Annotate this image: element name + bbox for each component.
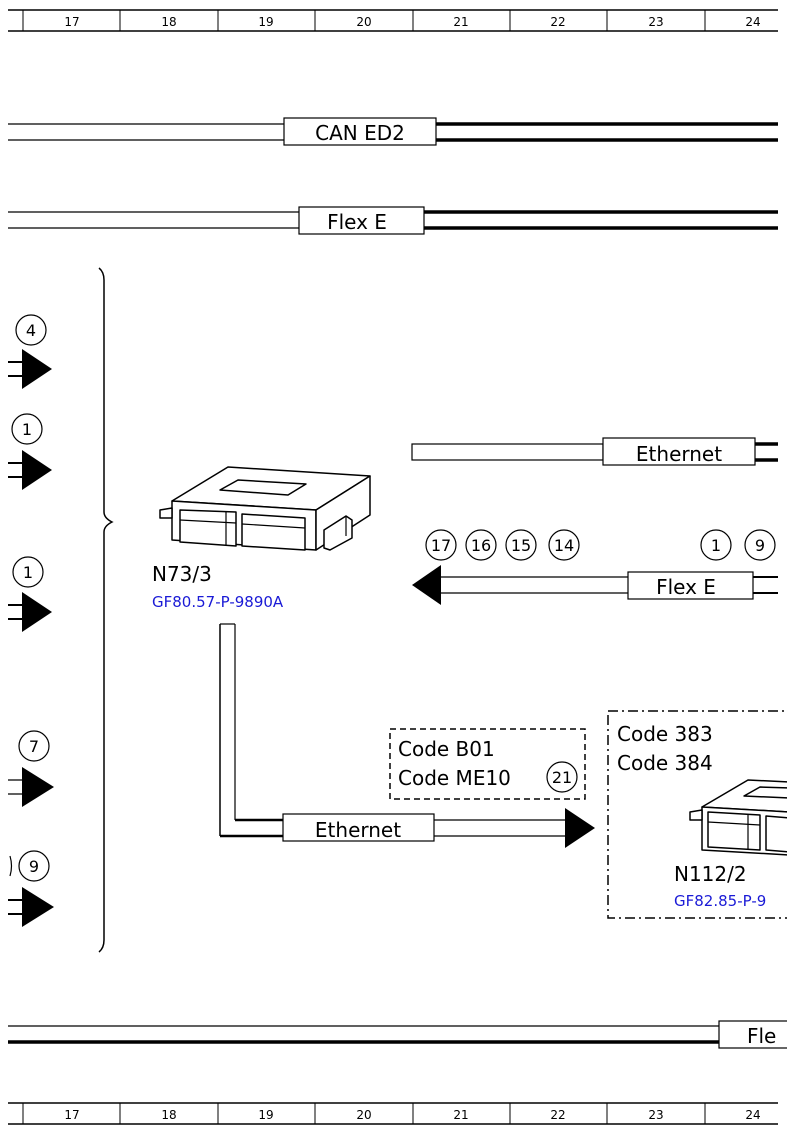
left-ref-4: 7 [29,737,39,756]
code-384-label: Code 384 [617,751,713,775]
flex-e-bottom-label: Fle [747,1024,776,1048]
grid-bottom-23: 23 [648,1108,663,1122]
ethernet-lower-label: Ethernet [315,818,401,842]
flex-ref-17: 17 [431,536,451,555]
left-connector-4: 7 [8,730,54,807]
grid-bottom-24: 24 [745,1108,760,1122]
grid-top-18: 18 [161,15,176,29]
bottom-grid-strip: 17 18 19 20 21 22 23 24 [8,1102,778,1125]
grid-bottom-17: 17 [64,1108,79,1122]
ethernet-lower-bus: Ethernet [219,623,595,848]
left-ref-5: 9 [29,857,39,876]
grid-top-20: 20 [356,15,371,29]
can-ed2-label-box [283,117,437,146]
code-box-b01-me10: Code B01 Code ME10 21 [389,728,586,800]
left-connector-1: 4 [8,314,52,389]
ethernet-upper-label: Ethernet [636,442,722,466]
code-383-label: Code 383 [617,722,713,746]
arrow-right-icon [565,808,595,848]
grid-top-19: 19 [258,15,273,29]
brace [98,267,114,953]
grid-top-21: 21 [453,15,468,29]
grid-top-24: 24 [745,15,760,29]
left-connector-3: 1 [8,556,52,632]
grid-bottom-18: 18 [161,1108,176,1122]
grid-top-17: 17 [64,15,79,29]
left-connector-5: 9 [8,850,54,927]
can-ed2-bus: CAN ED2 [8,117,778,146]
left-ref-3: 1 [23,563,33,582]
flex-e-top-label: Flex E [327,210,387,234]
can-ed2-label: CAN ED2 [315,121,405,145]
flex-ref-1: 1 [711,536,721,555]
n73-name: N73/3 [152,562,212,586]
n112-name: N112/2 [674,862,747,886]
grid-top-23: 23 [648,15,663,29]
arrow-right-icon [22,349,52,389]
top-grid-strip: 17 18 19 20 21 22 23 24 [8,9,778,32]
flex-e-bottom-bus: Fle [8,1020,787,1049]
ethernet-upper-label-box [602,437,756,466]
flex-e-top-label-box [298,206,425,235]
flex-ref-16: 16 [471,536,491,555]
grid-bottom-21: 21 [453,1108,468,1122]
code-box-ref: 21 [552,768,572,787]
control-unit-n73-icon [159,466,371,551]
arrow-right-icon [22,887,54,927]
code-me10-label: Code ME10 [398,766,511,790]
arrow-right-icon [22,592,52,632]
flex-e-top-bus: Flex E [8,206,778,235]
grid-bottom-22: 22 [550,1108,565,1122]
flex-e-bottom-label-box [718,1020,787,1049]
flex-ref-9: 9 [755,536,765,555]
left-connector-2: 1 [8,413,52,490]
control-unit-n112-icon [689,779,787,856]
arrow-right-icon [22,767,54,807]
flex-ref-15: 15 [511,536,531,555]
flex-e-mid-bus: 17 16 15 14 1 9 Flex E [412,529,778,605]
left-ref-2: 1 [22,420,32,439]
grid-bottom-19: 19 [258,1108,273,1122]
flex-e-mid-label: Flex E [656,575,716,599]
code-b01-label: Code B01 [398,737,495,761]
ethernet-upper-bus: Ethernet [411,437,778,466]
n73-doc-link[interactable]: GF80.57-P-9890A [152,593,284,611]
left-ref-1: 4 [26,321,36,340]
flex-ref-14: 14 [554,536,574,555]
flex-e-mid-label-box [627,571,754,600]
code-box-n112: Code 383 Code 384 N112/2 GF82.85-P-9 [607,710,787,919]
arrow-left-icon [412,565,441,605]
ethernet-lower-label-box [282,813,435,842]
grid-bottom-20: 20 [356,1108,371,1122]
grid-top-22: 22 [550,15,565,29]
n112-doc-link[interactable]: GF82.85-P-9 [674,892,766,910]
arrow-right-icon [22,450,52,490]
